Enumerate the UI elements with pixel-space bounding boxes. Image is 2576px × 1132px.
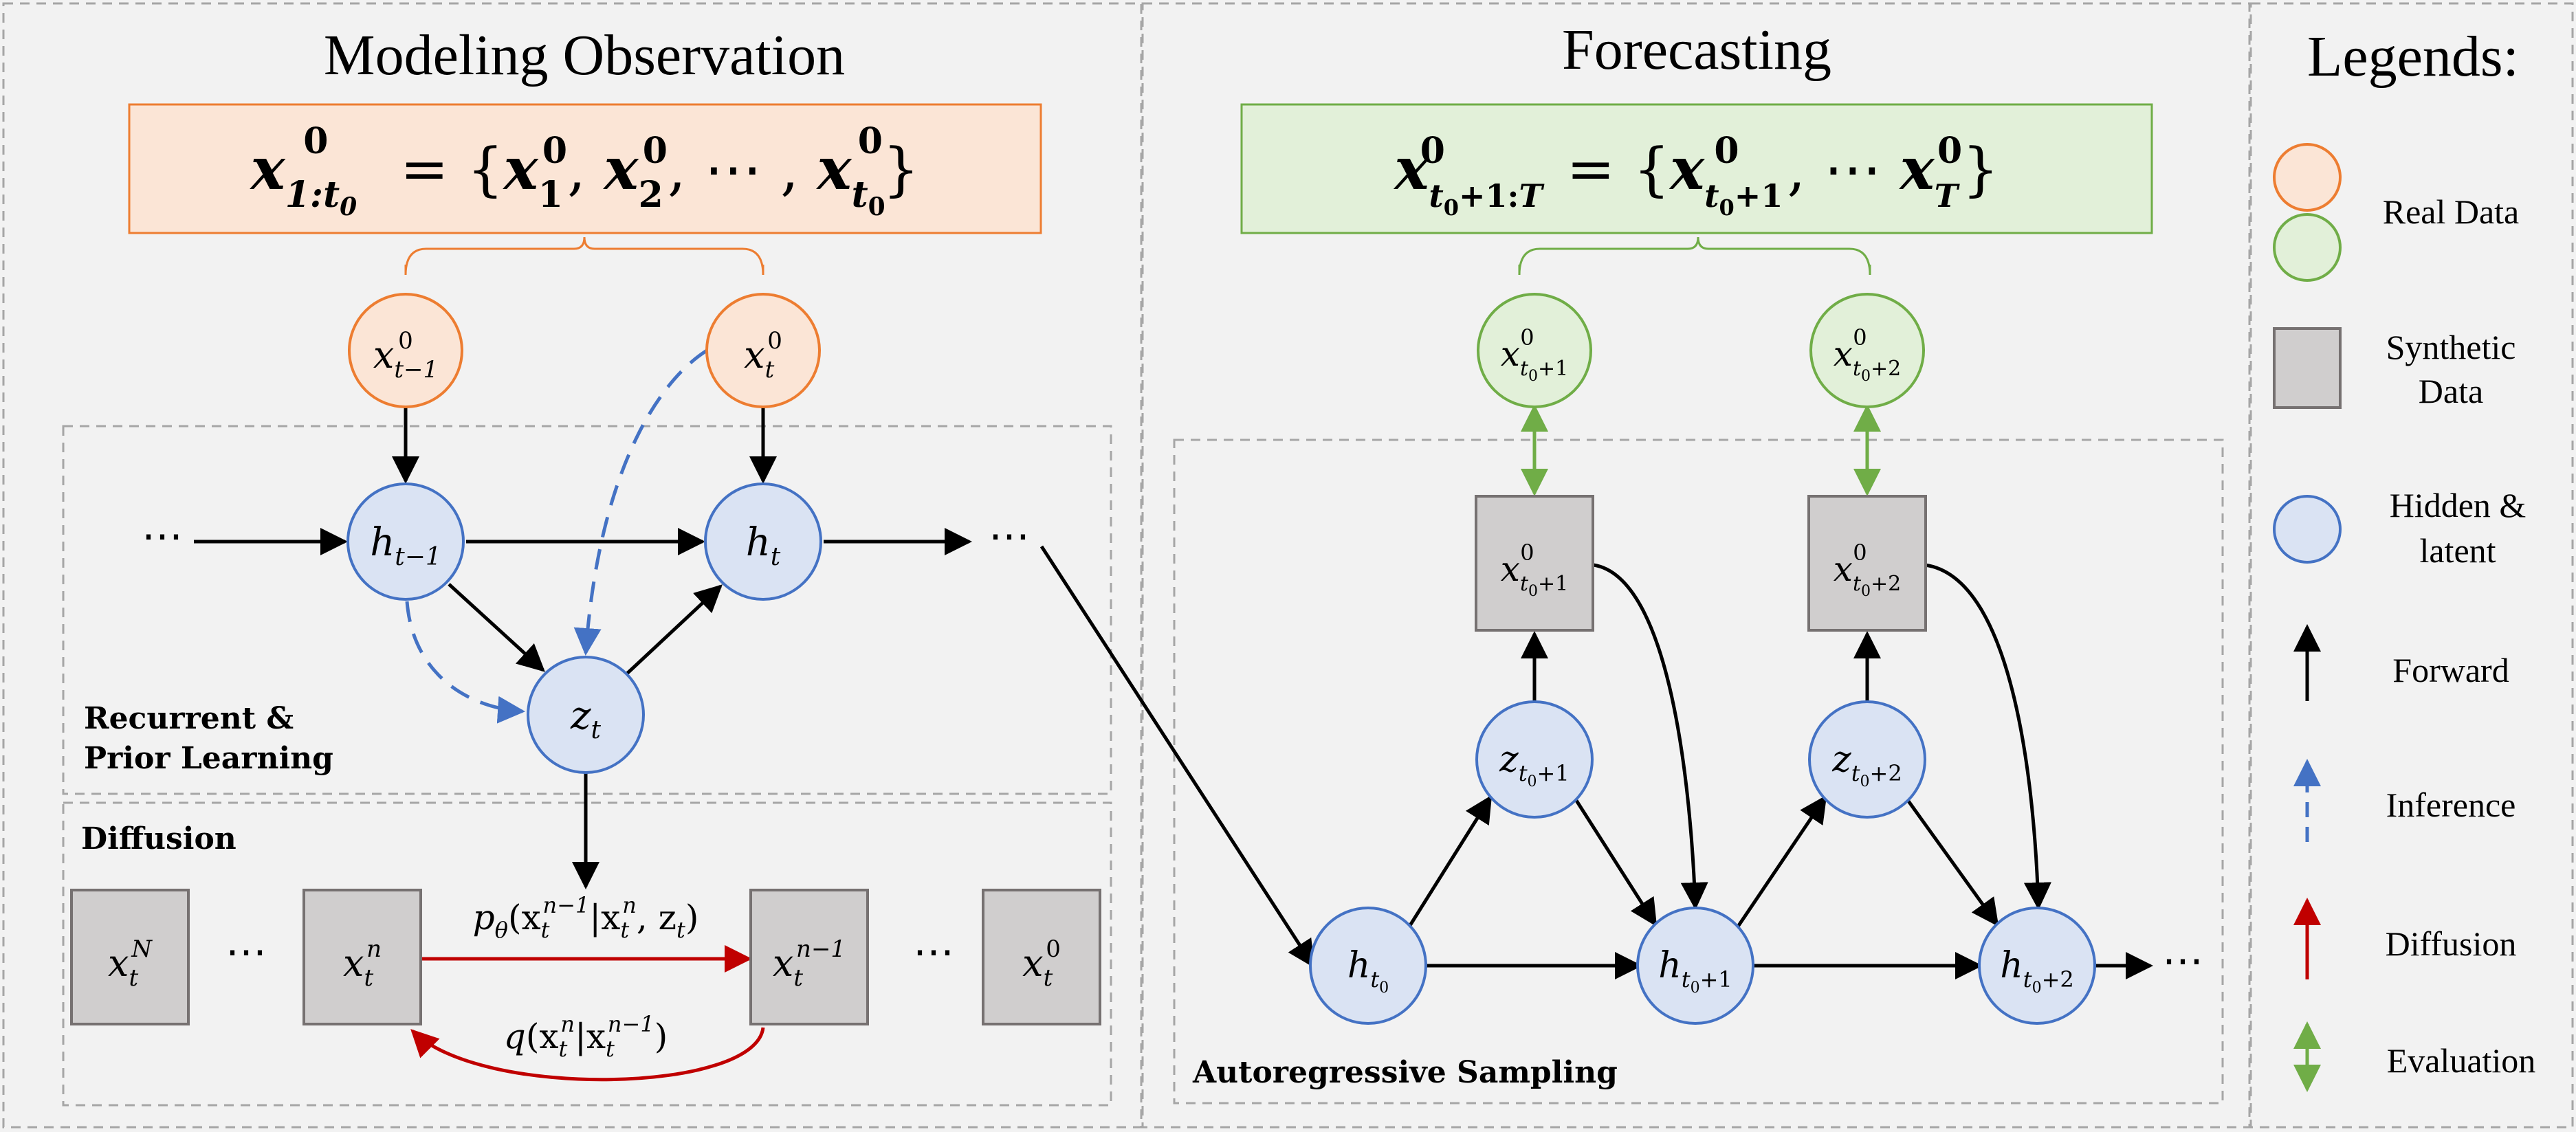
legend-real-orange-icon <box>2273 143 2342 212</box>
autoregressive-label: Autoregressive Sampling <box>1192 1055 1618 1090</box>
legend-inference: Inference <box>2386 786 2516 824</box>
node-x-t-n: xtn <box>302 889 422 1025</box>
node-syn-t0p2: xt0+20 <box>1807 495 1927 632</box>
legend-forward: Forward <box>2392 651 2509 689</box>
recurrent-label-1: Recurrent & <box>84 701 294 736</box>
legend-synthetic-icon <box>2273 327 2342 409</box>
modeling-section-frame <box>2 2 1143 1129</box>
legend-section-frame <box>2249 2 2574 1129</box>
forecast-brace <box>1518 236 1871 276</box>
edge-zt0p1-ht0p1 <box>1572 796 1658 927</box>
legend-synthetic-1: Synthetic <box>2386 328 2516 366</box>
node-x-tminus1: xt−10 <box>348 293 463 408</box>
legend-hidden-1: Hidden & <box>2390 486 2527 524</box>
forecasting-section-frame <box>1141 2 2251 1129</box>
node-z-t: zt <box>527 656 645 774</box>
node-h-t0p1: ht0+1 <box>1636 907 1754 1025</box>
svg-text:xtn: xtn <box>343 935 382 992</box>
legend-diffusion: Diffusion <box>2386 924 2517 963</box>
forecasting-title: Forecasting <box>1562 18 1831 82</box>
edge-ht0p1-zt0p2 <box>1736 795 1827 928</box>
edges <box>194 348 2153 1082</box>
legend-real-data: Real Data <box>2383 192 2520 231</box>
node-x-t: xt0 <box>705 293 821 408</box>
legends-title: Legends: <box>2307 25 2519 89</box>
node-x-t-N: xtN <box>70 889 190 1025</box>
legend-hidden-2: latent <box>2419 531 2496 570</box>
observation-brace <box>404 236 764 276</box>
legend-hidden-icon <box>2273 495 2342 564</box>
ellipsis-forecast: ⋯ <box>2162 937 2203 985</box>
legend-synthetic-2: Data <box>2419 372 2483 410</box>
edge-ht0-zt0p1 <box>1407 795 1493 928</box>
node-x-t-n-1: xtn−1 <box>749 889 869 1025</box>
node-real-t0p1: xt0+10 <box>1477 293 1592 408</box>
edge-inference-htm1-zt <box>405 601 525 724</box>
node-real-t0p2: xt0+20 <box>1809 293 1925 408</box>
legend-real-green-icon <box>2273 213 2342 282</box>
ellipsis-right: ⋯ <box>989 512 1030 560</box>
edge-zt-ht <box>626 584 723 675</box>
q-label: q(xtn|xtn−1) <box>504 1011 668 1062</box>
ellipsis-diff-2: ⋯ <box>913 928 954 976</box>
node-z-t0p1: zt0+1 <box>1475 700 1594 819</box>
edge-htm1-zt <box>448 583 545 672</box>
node-h-t0: ht0 <box>1309 907 1427 1025</box>
recurrent-label-2: Prior Learning <box>84 741 333 776</box>
edge-syn2-ht0p2 <box>1924 563 2051 910</box>
node-h-t: ht <box>704 482 822 601</box>
edge-zt0p2-ht0p2 <box>1904 796 1999 927</box>
legend-evaluation: Evaluation <box>2387 1041 2536 1080</box>
modeling-title: Modeling Observation <box>324 23 845 87</box>
ellipsis-diff-1: ⋯ <box>225 928 267 976</box>
forecast-equation: xt0+1:T0 = {xt0+10, ⋯ xT0} <box>1393 130 1999 221</box>
legend: Real Data Synthetic Data Hidden & latent… <box>2273 143 2536 1092</box>
observation-equation-box: x1:t00 = {x10, x20, ⋯ , xt00} <box>128 103 1042 234</box>
edge-q <box>410 1027 765 1082</box>
autoregressive-box <box>1173 439 2224 1105</box>
node-z-t0p2: zt0+2 <box>1808 700 1926 819</box>
node-h-tminus1: ht−1 <box>346 482 465 601</box>
observation-equation: x1:t00 = {x10, x20, ⋯ , xt00} <box>250 120 920 221</box>
edge-syn1-ht0p1 <box>1593 563 1708 910</box>
node-h-t0p2: ht0+2 <box>1978 907 2096 1025</box>
diffusion-label: Diffusion <box>81 821 236 856</box>
p-theta-label: pθ(xtn−1|xtn, zt) <box>473 892 699 943</box>
svg-text:zt: zt <box>570 693 602 744</box>
diffusion-box <box>62 801 1112 1107</box>
ellipsis-left: ⋯ <box>142 512 183 560</box>
edge-to-ht0 <box>1039 545 1315 968</box>
edge-inference-xt-zt <box>573 348 708 656</box>
node-x-t-0: xt0 <box>982 889 1101 1025</box>
node-syn-t0p1: xt0+10 <box>1475 495 1594 632</box>
forecast-equation-box: xt0+1:T0 = {xt0+10, ⋯ xT0} <box>1240 103 2153 234</box>
